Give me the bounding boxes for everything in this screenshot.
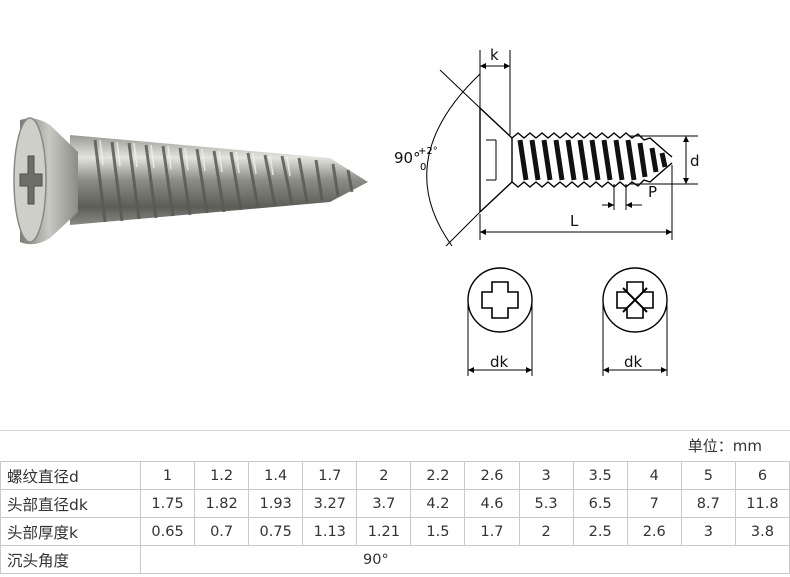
k-label: k — [490, 46, 499, 64]
table-row: 头部厚度k 0.65 0.7 0.75 1.13 1.21 1.5 1.7 2 … — [0, 517, 790, 546]
unit-label: 单位：mm — [687, 437, 762, 455]
table-cell: 0.65 — [139, 517, 196, 546]
table-cell: 3 — [680, 517, 736, 546]
screw-photo — [13, 117, 368, 245]
spec-table: 螺纹直径d 1 1.2 1.4 1.7 2 2.2 2.6 3 3.5 4 5 … — [0, 461, 790, 574]
table-cell: 5 — [680, 461, 736, 490]
table-cell: 4.6 — [464, 489, 520, 518]
table-cell: 1 — [139, 461, 196, 490]
table-cell: 1.75 — [139, 489, 196, 518]
table-cell: 1.7 — [464, 517, 520, 546]
table-row: 头部直径dk 1.75 1.82 1.93 3.27 3.7 4.2 4.6 5… — [0, 489, 790, 518]
row-header: 螺纹直径d — [0, 461, 141, 490]
table-cell: 90° — [140, 545, 790, 574]
table-cell: 1.7 — [302, 461, 358, 490]
table-cell: 1.4 — [248, 461, 304, 490]
dk-label-left: dk — [490, 353, 509, 371]
table-cell: 0.7 — [194, 517, 250, 546]
table-cell: 4 — [626, 461, 682, 490]
table-cell: 1.82 — [194, 489, 250, 518]
table-cell: 1.93 — [248, 489, 304, 518]
table-cell: 3.5 — [572, 461, 628, 490]
table-cell: 3.8 — [734, 517, 790, 546]
table-cell: 1.2 — [194, 461, 250, 490]
table-row: 沉头角度 90° — [0, 545, 790, 574]
table-row: 螺纹直径d 1 1.2 1.4 1.7 2 2.2 2.6 3 3.5 4 5 … — [0, 461, 790, 490]
table-cell: 7 — [626, 489, 682, 518]
table-cell: 4.2 — [410, 489, 466, 518]
row-header: 头部直径dk — [0, 489, 141, 518]
table-cell: 2 — [518, 517, 574, 546]
l-label: L — [570, 212, 579, 230]
angle-tol-lower: 0 — [420, 162, 426, 173]
d-label: d — [690, 152, 700, 170]
row-header: 头部厚度k — [0, 517, 141, 546]
table-cell: 2.6 — [464, 461, 520, 490]
unit-row: 单位：mm — [0, 430, 790, 461]
table-cell: 6 — [734, 461, 790, 490]
table-cell: 1.5 — [410, 517, 466, 546]
table-cell: 2.5 — [572, 517, 628, 546]
table-cell: 3 — [518, 461, 574, 490]
table-cell: 3.7 — [356, 489, 412, 518]
row-header: 沉头角度 — [0, 545, 141, 574]
technical-drawing: k d P L 90° +2° 0 dk dk — [394, 46, 700, 376]
table-cell: 1.13 — [302, 517, 358, 546]
dk-label-right: dk — [624, 353, 643, 371]
table-cell: 11.8 — [734, 489, 790, 518]
angle-tol-upper: +2° — [418, 146, 438, 157]
table-cell: 2.2 — [410, 461, 466, 490]
table-cell: 5.3 — [518, 489, 574, 518]
table-cell: 8.7 — [680, 489, 736, 518]
table-cell: 3.27 — [302, 489, 358, 518]
table-cell: 2 — [356, 461, 412, 490]
table-cell: 2.6 — [626, 517, 682, 546]
angle-label: 90° — [394, 149, 421, 167]
table-cell: 1.21 — [356, 517, 412, 546]
p-label: P — [648, 183, 657, 201]
table-cell: 6.5 — [572, 489, 628, 518]
table-cell: 0.75 — [248, 517, 304, 546]
